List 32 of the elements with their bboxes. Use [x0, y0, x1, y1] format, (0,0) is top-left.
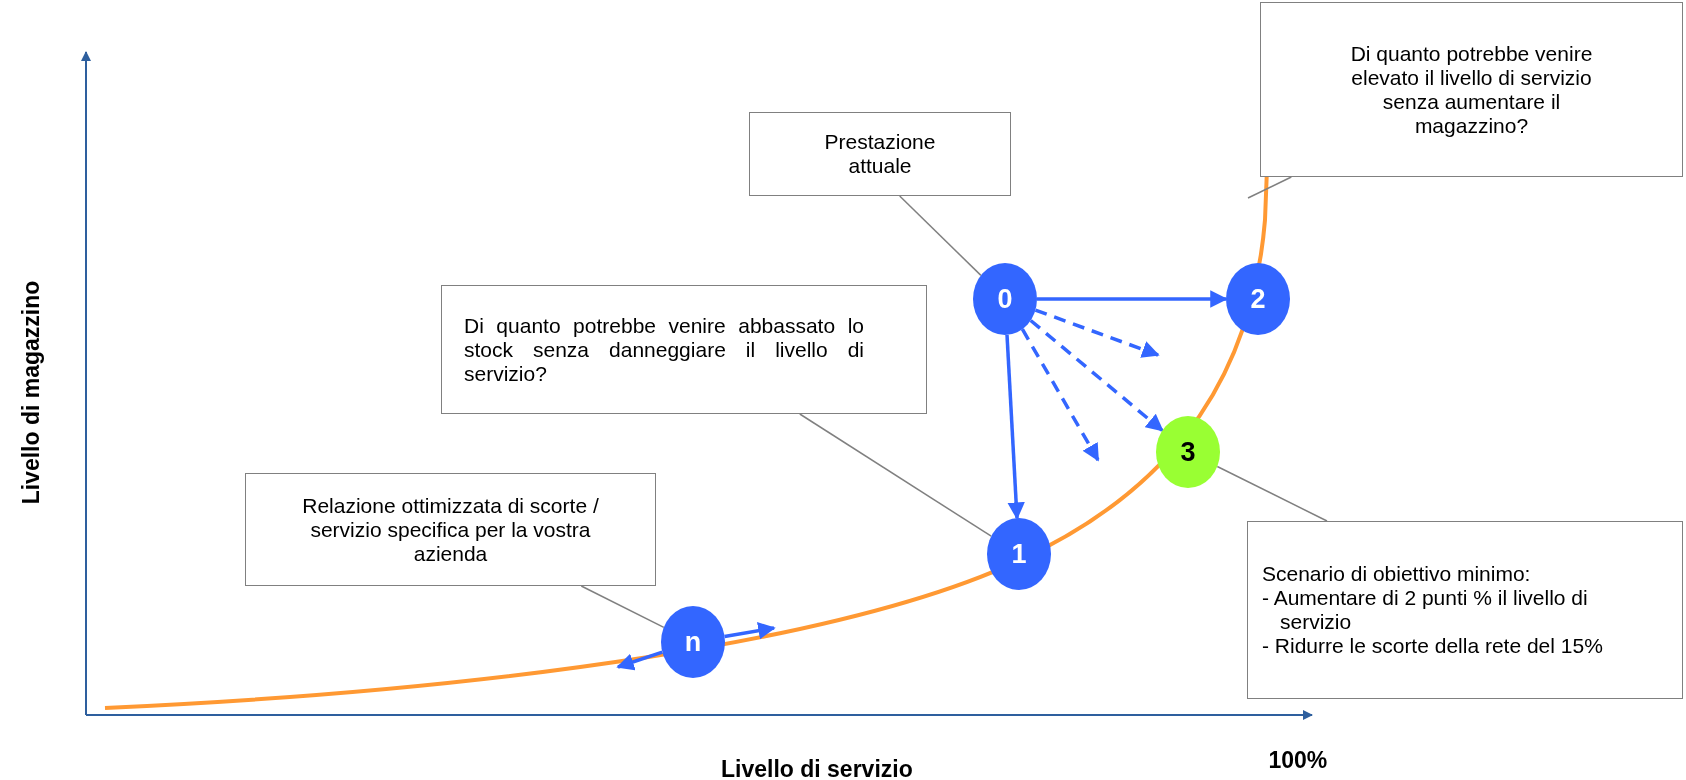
callout-text: - Ridurre le scorte della rete del 15% — [1262, 634, 1604, 658]
leader-line — [898, 195, 982, 277]
callout-text: Prestazione attuale — [823, 130, 937, 178]
arrow — [616, 650, 663, 671]
numbered-circle: 3 — [1156, 416, 1220, 488]
numbered-circle: 0 — [973, 263, 1037, 335]
callout-box — [245, 473, 656, 586]
arrow — [1034, 308, 1160, 358]
axis-title: Livello di servizio — [721, 755, 913, 780]
arrow — [1005, 334, 1025, 520]
callout-text: - Aumentare di 2 punti % il livello di servizio — [1262, 586, 1589, 634]
arrow — [1020, 328, 1100, 462]
callout-text: Di quanto potrebbe venire elevato il livello di servizio senza aumentare il magazzino? — [1349, 41, 1594, 138]
numbered-circle: n — [661, 606, 725, 678]
callout-box — [1260, 2, 1683, 177]
callout-box — [441, 285, 927, 414]
callout-text: Scenario di obiettivo minimo: — [1262, 562, 1532, 586]
callout-box — [1247, 521, 1683, 699]
callout-text: Relazione ottimizzata di scorte / servizio specifica per la vostra azienda — [301, 493, 600, 566]
numbered-circle: 1 — [987, 518, 1051, 590]
leader-line — [1216, 465, 1328, 522]
axis-title: Livello di magazzino — [18, 280, 46, 504]
leader-line — [799, 413, 992, 537]
arrow — [724, 622, 776, 640]
arrow — [1029, 319, 1164, 432]
axis-tick-label: 100% — [1268, 746, 1328, 774]
numbered-circle: 2 — [1226, 263, 1290, 335]
callout-text: Di quanto potrebbe venire abbassato lo stock senza danneggiare il livello di servizio? — [464, 313, 864, 386]
callout-box — [749, 112, 1011, 196]
arrow — [1037, 290, 1228, 308]
leader-line — [1247, 176, 1293, 199]
leader-line — [580, 585, 665, 629]
